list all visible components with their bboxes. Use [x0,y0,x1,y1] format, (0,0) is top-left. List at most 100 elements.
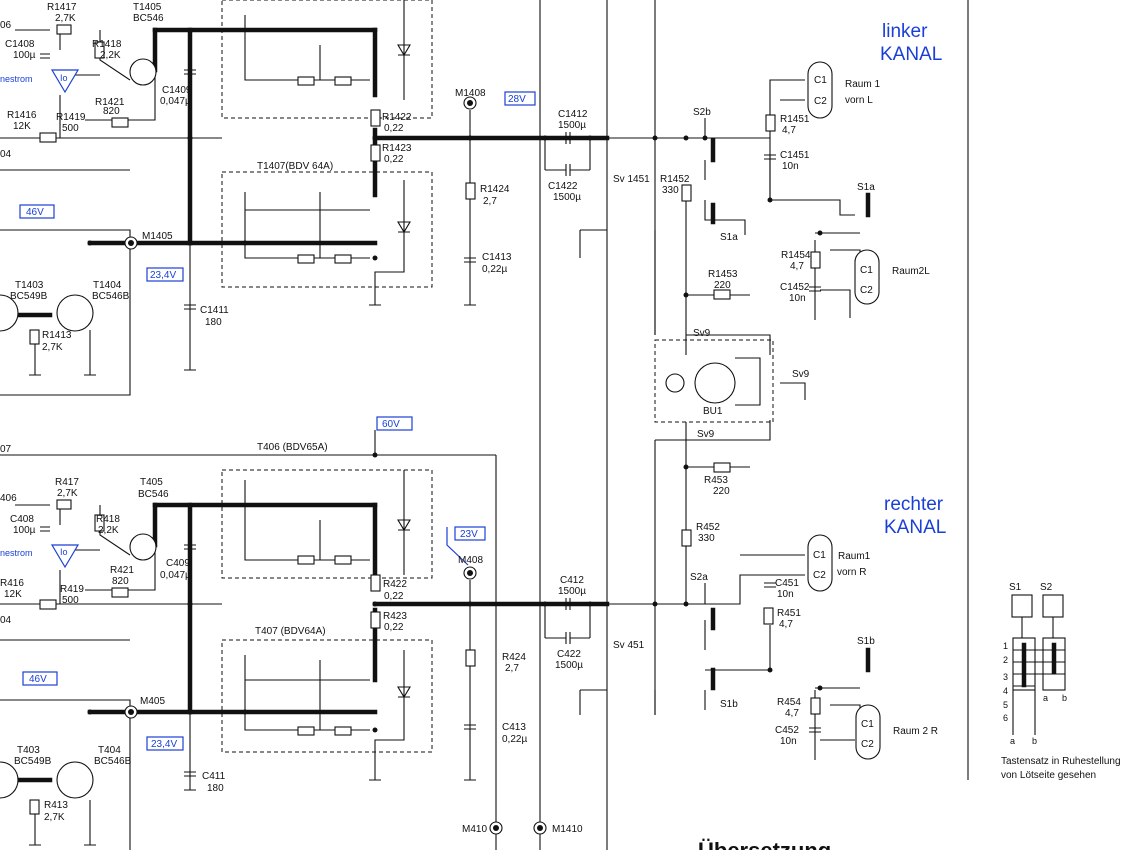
c2-bottom: C2 [813,570,826,581]
r422-label: R422 [383,579,407,590]
c452-value: 10n [780,736,797,747]
c408-value: 100µ [13,525,36,536]
left-channel-amplifier [0,0,610,396]
r421-value: 820 [112,576,129,587]
c413-value: 0,22µ [502,734,527,745]
c408-label: C408 [10,514,34,525]
r1424-value: 2,7 [483,196,497,207]
r1419-label: R1419 [56,112,86,123]
c451-label: C451 [775,578,799,589]
r1452-value: 330 [662,185,679,196]
r1454-label: R1454 [781,250,811,261]
legend-row-5: 5 [1003,700,1008,710]
r1423-label: R1423 [382,143,412,154]
edge-04: 04 [0,149,12,160]
c2-low: C2 [861,739,874,750]
legend-col-b: b [1032,736,1037,746]
r413-value: 2,7K [44,812,65,823]
right-channel-amplifier [0,416,610,850]
switch-set-legend [1011,594,1066,735]
voltage-60v: 60V [382,419,400,430]
left-channel-title-1: linker [882,21,928,42]
r454-label: R454 [777,697,801,708]
legend-row-4: 4 [1003,686,1008,696]
c1451-label: C1451 [780,150,810,161]
c422-label: C422 [557,649,581,660]
m1405-label: M1405 [142,231,173,242]
voltage-234v-top: 23,4V [150,270,176,281]
c451-value: 10n [777,589,794,600]
c413-label: C413 [502,722,526,733]
edge-406: 406 [0,493,17,504]
r418-value: 2,2K [98,525,119,536]
column-separators [495,0,969,850]
raum1-label: Raum 1 [845,79,880,90]
r1421-value: 820 [103,106,120,117]
right-channel-title-1: rechter [884,494,944,515]
sv1451-label: Sv 1451 [613,174,650,185]
t405-value: BC546 [138,489,169,500]
r1416-label: R1416 [7,110,37,121]
m405-label: M405 [140,696,165,707]
r417-value: 2,7K [57,488,78,499]
r418-label: R418 [96,514,120,525]
c1408-value: 100µ [13,50,36,61]
r1418-label: R1418 [92,39,122,50]
switch-s2a: S2a [690,572,708,583]
voltage-234v-bottom: 23,4V [151,739,177,750]
r424-value: 2,7 [505,663,519,674]
m1410-label: M1410 [552,824,583,835]
legend-row-3: 3 [1003,672,1008,682]
t403-value: BC549B [14,756,52,767]
legend-row-1: 1 [1003,641,1008,651]
r1422-label: R1422 [382,112,412,123]
r416-value: 12K [4,589,22,600]
r1418-value: 2,2K [100,50,121,61]
speaker-switching-network [579,61,881,760]
r1413-label: R1413 [42,330,72,341]
c1-low: C1 [861,719,874,730]
legend-s2: S2 [1040,582,1053,593]
c1412-value: 1500µ [558,120,586,131]
edge-404: 04 [0,615,12,626]
t1405-value: BC546 [133,13,164,24]
sv9-bottom: Sv9 [697,429,715,440]
r1423-value: 0,22 [384,154,404,165]
io-label-bottom: Io [60,547,68,557]
r1453-value: 220 [714,280,731,291]
c2-top: C2 [814,96,827,107]
legend-caption-2: von Lötseite gesehen [1001,770,1096,781]
t1403-value: BC549B [10,291,48,302]
r1417-label: R1417 [47,2,77,13]
r453-value: 220 [713,486,730,497]
switch-s1a-top: S1a [857,182,875,193]
r1451-label: R1451 [780,114,810,125]
edge-06: 06 [0,20,12,31]
c1409-label: C1409 [162,85,192,96]
r1424-label: R1424 [480,184,510,195]
c411-label: C411 [202,771,226,782]
c1422-label: C1422 [548,181,578,192]
c1409-value: 0,047µ [160,96,191,107]
voltage-46v-top: 46V [26,207,44,218]
io-label-top: Io [60,73,68,83]
c1451-value: 10n [782,161,799,172]
r416-label: R416 [0,578,24,589]
r423-label: R423 [383,611,407,622]
c411-value: 180 [207,783,224,794]
left-channel-title-2: KANAL [880,44,942,65]
c409-label: C409 [166,558,190,569]
bu1-label: BU1 [703,406,723,417]
r451-value: 4,7 [779,619,793,630]
c2-mid: C2 [860,285,873,296]
t1404-value: BC546B [92,291,130,302]
c1408-label: C1408 [5,39,35,50]
r1416-value: 12K [13,121,31,132]
c1412-label: C1412 [558,109,588,120]
c422-value: 1500µ [555,660,583,671]
raum1r-sub: vorn R [837,567,866,578]
legend-caption-1: Tastensatz in Ruhestellung [1001,756,1121,767]
r1453-label: R1453 [708,269,738,280]
c1-mid: C1 [860,265,873,276]
